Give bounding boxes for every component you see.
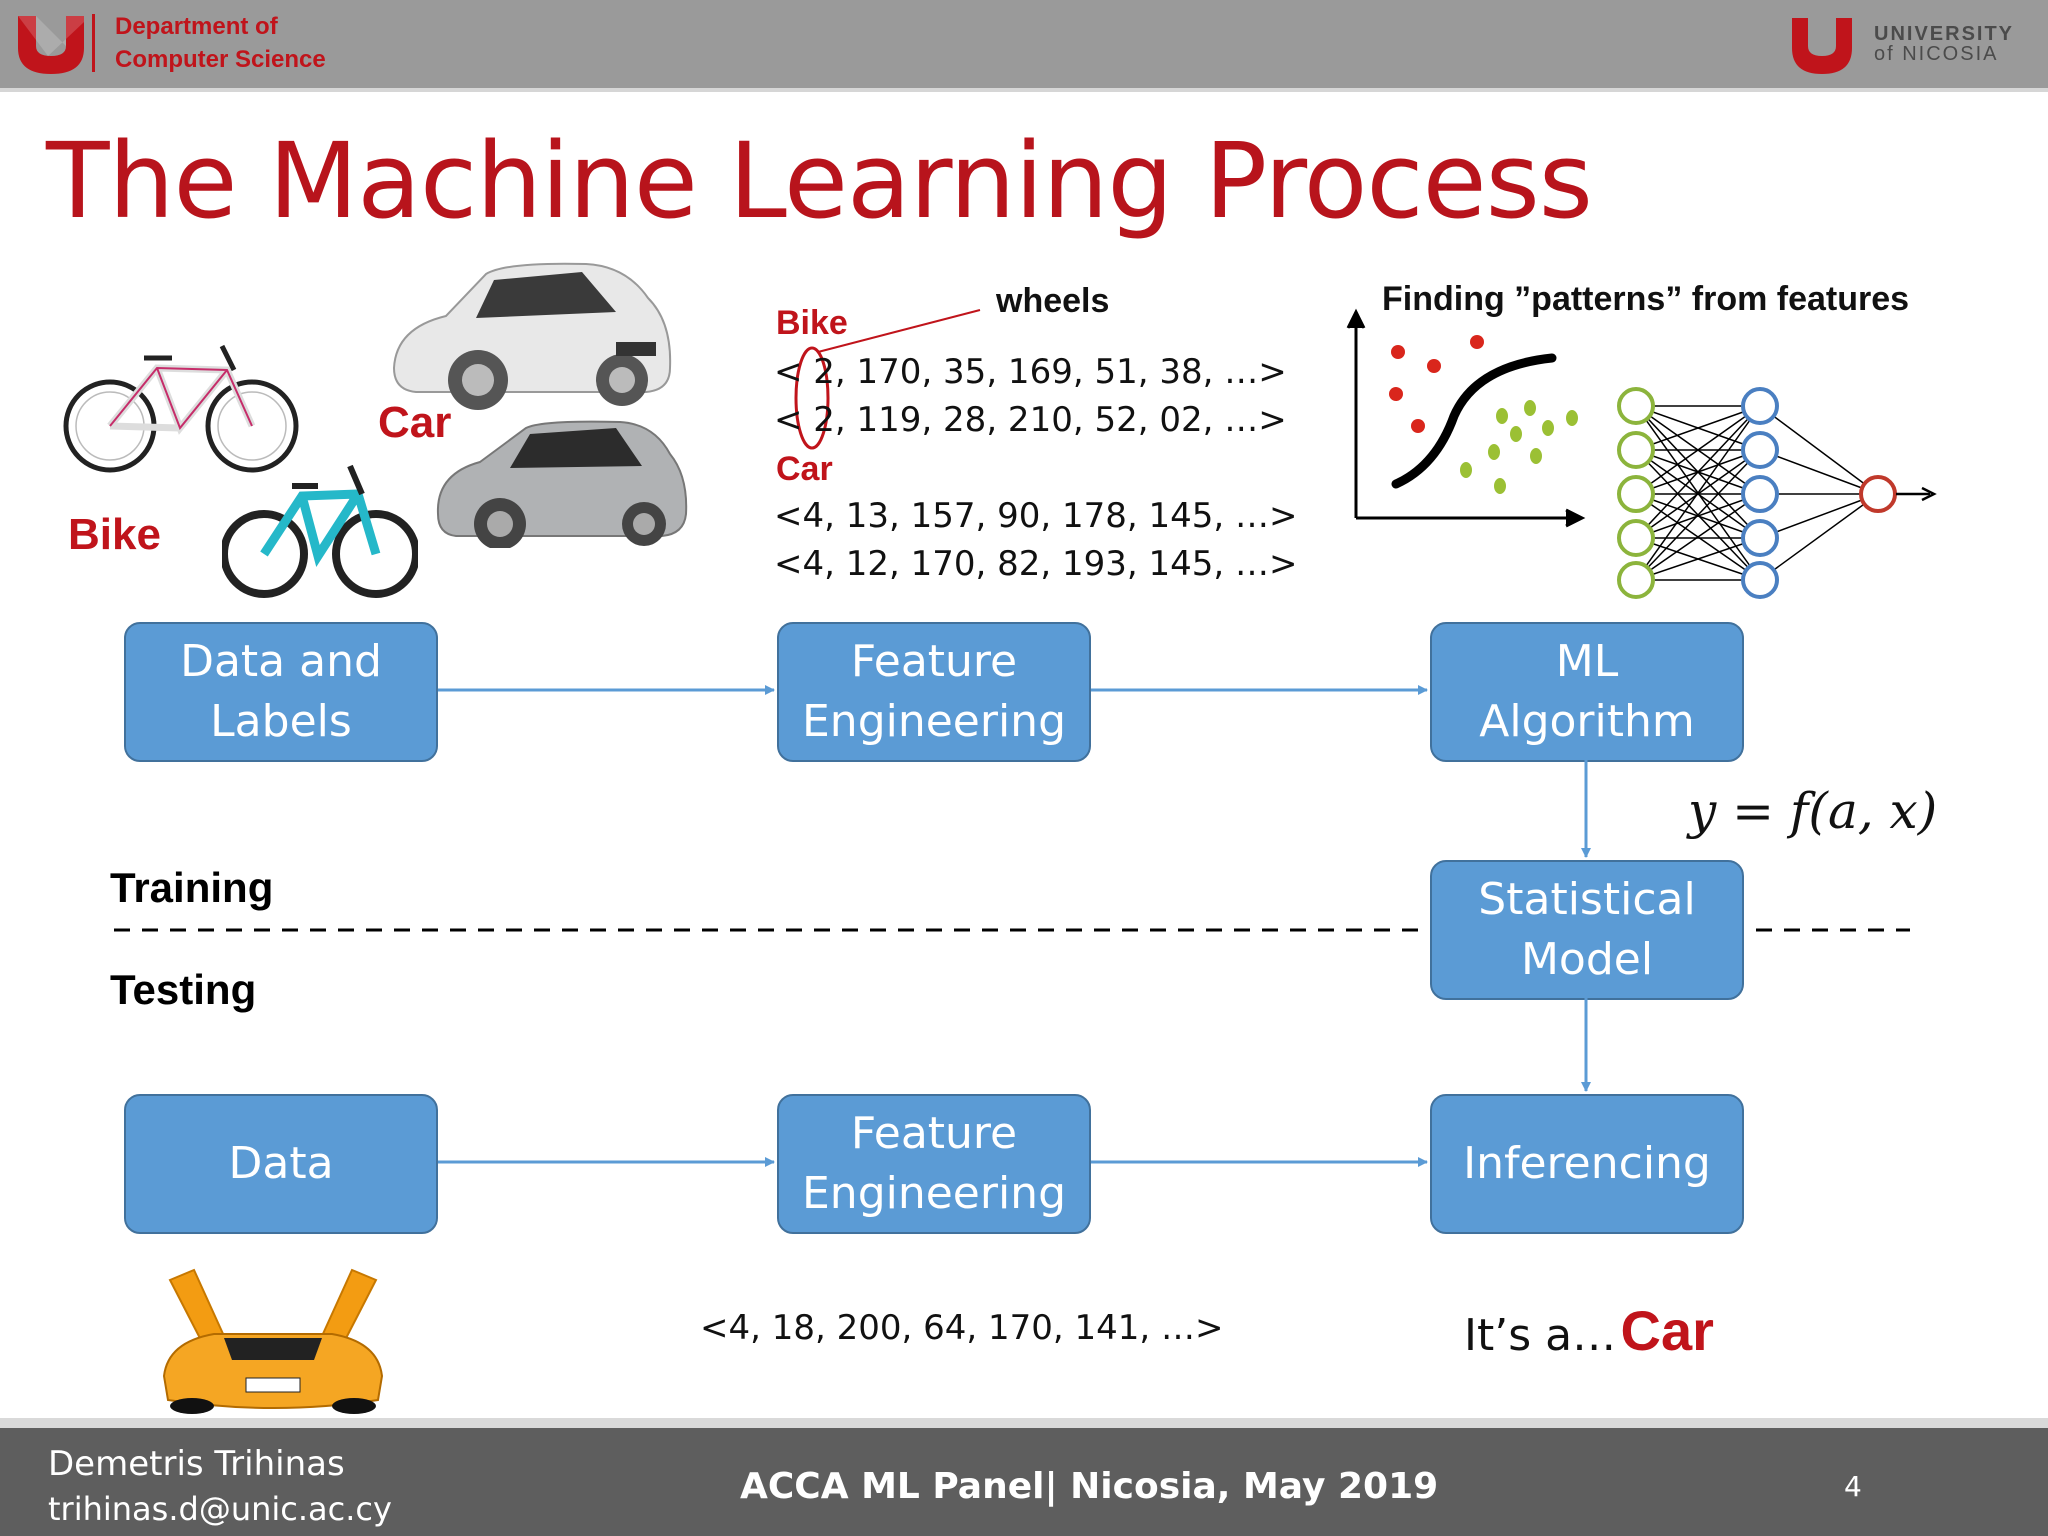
test-feature-engineering-line-2: Engineering xyxy=(802,1168,1066,1219)
feature-engineering-line-1: Feature xyxy=(850,636,1018,687)
test-feature-engineering-line-1: Feature xyxy=(850,1108,1018,1159)
header-shadow xyxy=(0,88,2048,92)
nn-edge xyxy=(1759,493,1879,539)
prediction-prefix: It’s a… xyxy=(1464,1310,1617,1361)
page-number: 4 xyxy=(1844,1470,1862,1503)
university-logo-icon xyxy=(1792,18,1852,74)
nn-edge xyxy=(1759,449,1879,495)
bike-feature-vector-1: < 2, 170, 35, 169, 51, 38, …> xyxy=(774,352,1287,392)
nn-edge xyxy=(1635,405,1761,495)
nn-edge xyxy=(1635,405,1761,539)
bike-image-label: Bike xyxy=(68,510,161,559)
training-label: Training xyxy=(110,864,274,911)
data-and-labels-line-2: Labels xyxy=(210,696,352,747)
patterns-title: Finding ”patterns” from features xyxy=(1382,280,1910,318)
nn-edge xyxy=(1635,537,1761,581)
footer-event: ACCA ML Panel| Nicosia, May 2019 xyxy=(740,1466,1439,1507)
ml-algorithm-line-1: ML xyxy=(1555,636,1619,687)
prediction-result: It’s a… Car xyxy=(1464,1298,1714,1363)
header-bar xyxy=(0,0,2048,88)
footer-email: trihinas.d@unic.ac.cy xyxy=(48,1490,392,1528)
nn-edge xyxy=(1635,405,1761,451)
bike-image xyxy=(63,344,299,473)
department-line-2: Computer Science xyxy=(115,46,326,73)
nn-edge xyxy=(1759,405,1879,495)
unic-logo-icon xyxy=(18,16,84,74)
neural-network xyxy=(1635,405,1879,581)
footer-bar xyxy=(0,1428,2048,1536)
university-line-1: UNIVERSITY xyxy=(1874,23,2015,45)
university-name: UNIVERSITY of NICOSIA xyxy=(1874,24,2014,64)
ml-algorithm-line-2: Algorithm xyxy=(1479,696,1695,747)
data-box-label: Data xyxy=(228,1138,334,1189)
testing-label: Testing xyxy=(110,966,257,1013)
nn-hidden-layer xyxy=(1741,387,1779,599)
car-features-label: Car xyxy=(776,450,833,488)
sports-car-image xyxy=(162,1268,384,1414)
university-line-2: of NICOSIA xyxy=(1874,43,1999,65)
bike-feature-vector-2: < 2, 119, 28, 210, 52, 02, …> xyxy=(774,400,1287,440)
white-car-image xyxy=(392,262,672,410)
footer-separator xyxy=(0,1418,2048,1428)
pears xyxy=(1460,400,1578,494)
nn-edge xyxy=(1635,493,1761,581)
wheels-annotation xyxy=(794,309,981,450)
nn-edge xyxy=(1759,493,1879,581)
inferencing-box-label: Inferencing xyxy=(1463,1138,1711,1189)
prediction-value: Car xyxy=(1620,1299,1714,1362)
slide-title: The Machine Learning Process xyxy=(46,120,1593,242)
ml-algorithm-box: ML Algorithm xyxy=(1430,622,1744,762)
apples xyxy=(1389,335,1484,433)
car-feature-vector-1: <4, 13, 157, 90, 178, 145, …> xyxy=(774,496,1298,536)
nn-edge xyxy=(1635,405,1761,581)
nn-output-node xyxy=(1859,475,1897,513)
inferencing-box: Inferencing xyxy=(1430,1094,1744,1234)
feature-engineering-line-2: Engineering xyxy=(802,696,1066,747)
decision-curve xyxy=(1391,353,1557,489)
scatter-axes xyxy=(1346,308,1586,528)
car-image-label: Car xyxy=(378,398,452,447)
statistical-model-line-1: Statistical xyxy=(1478,874,1696,925)
wheels-label: wheels xyxy=(996,282,1110,320)
nn-input-layer xyxy=(1617,387,1655,599)
data-and-labels-line-1: Data and xyxy=(180,636,382,687)
footer-author: Demetris Trihinas xyxy=(48,1444,345,1484)
data-box: Data xyxy=(124,1094,438,1234)
statistical-model-line-2: Model xyxy=(1520,934,1654,985)
car-feature-vector-2: <4, 12, 170, 82, 193, 145, …> xyxy=(774,544,1298,584)
department-name: Department of Computer Science xyxy=(115,10,326,76)
model-formula: y = f(a, x) xyxy=(1688,782,1938,840)
test-feature-vector: <4, 18, 200, 64, 170, 141, …> xyxy=(700,1308,1224,1348)
silver-car-image xyxy=(436,420,688,548)
bike-features-label: Bike xyxy=(776,304,848,342)
department-line-1: Department of xyxy=(115,13,278,40)
nn-edge xyxy=(1635,449,1761,581)
header-separator xyxy=(92,14,95,72)
pattern-illustration xyxy=(1346,308,1937,599)
mountain-bike-image xyxy=(222,464,418,598)
